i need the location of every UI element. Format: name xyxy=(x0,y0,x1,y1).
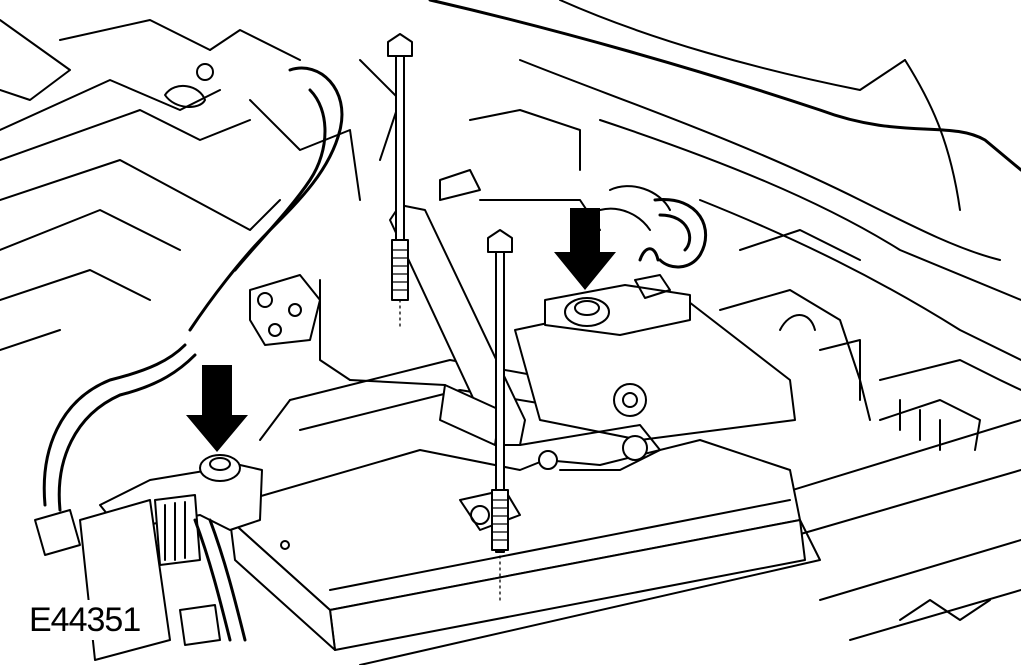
battery xyxy=(229,294,806,651)
hold-down-bolt-right xyxy=(487,229,513,601)
arrow-left xyxy=(186,365,248,452)
battery-positive-terminal xyxy=(544,247,691,336)
hold-down-bolt-left xyxy=(387,33,413,331)
arrow-right xyxy=(554,208,616,290)
engine-bay-background xyxy=(0,0,1021,641)
figure-code-label: E44351 xyxy=(26,600,144,640)
